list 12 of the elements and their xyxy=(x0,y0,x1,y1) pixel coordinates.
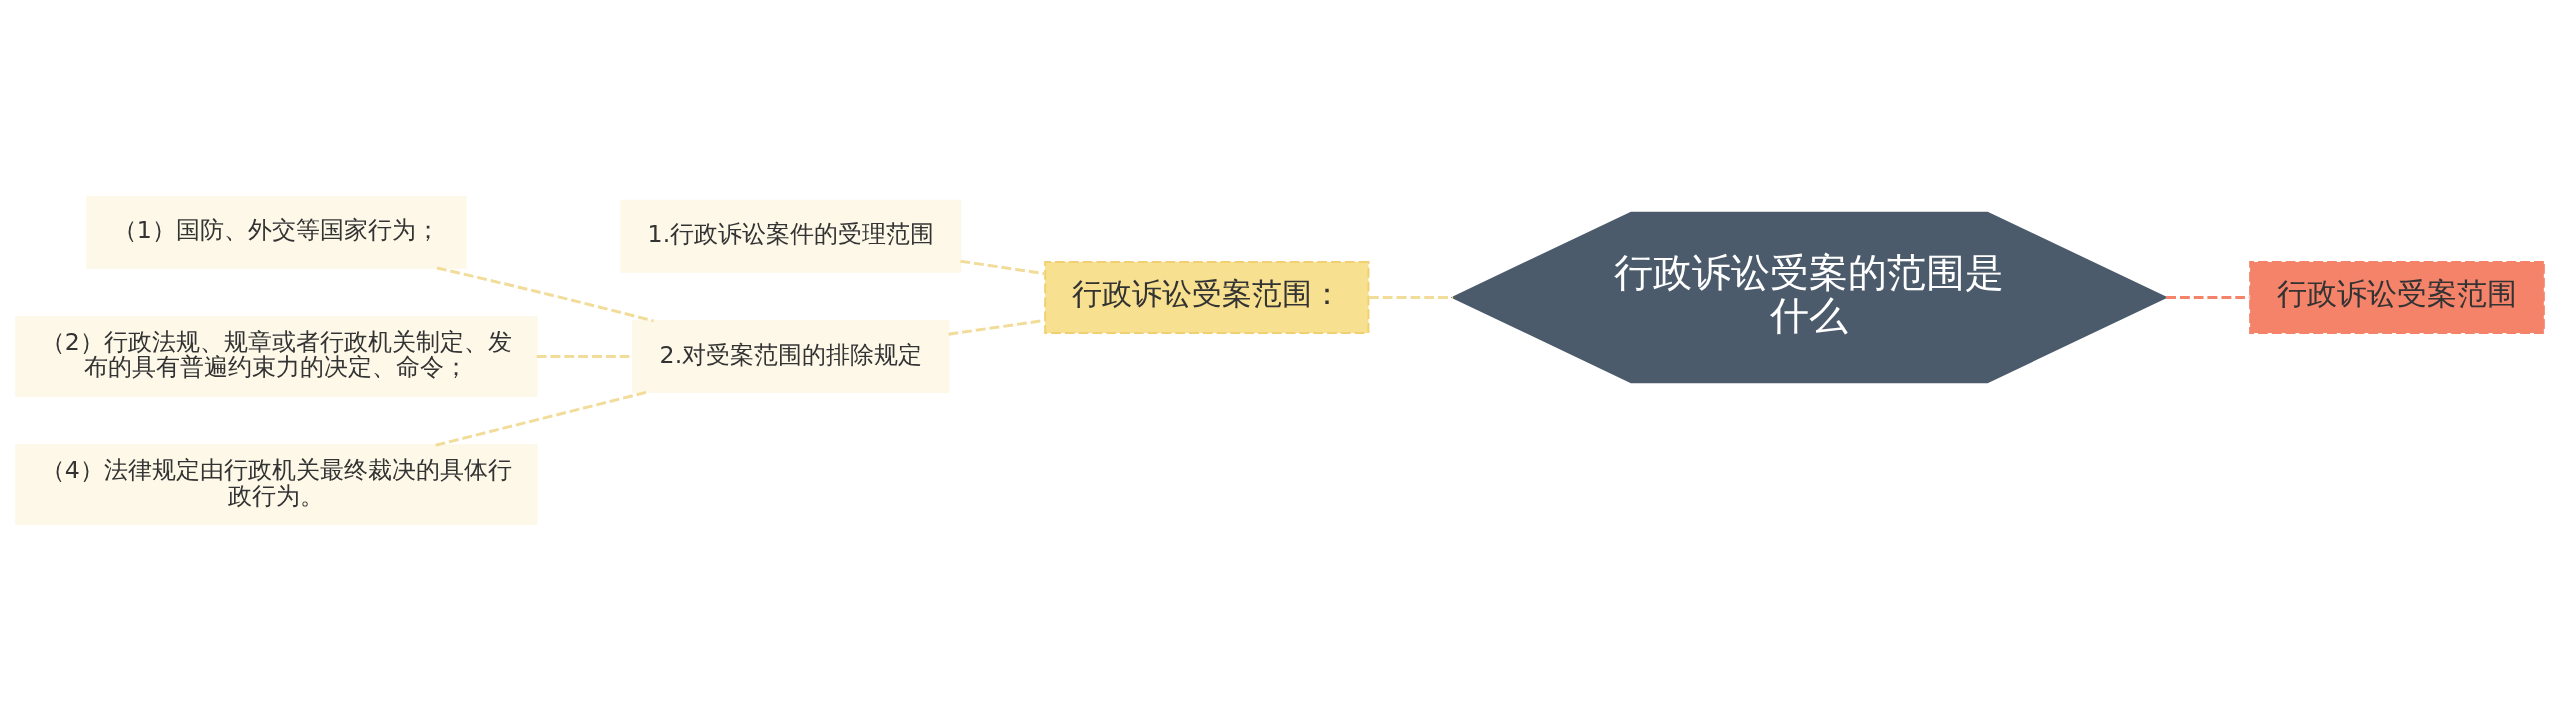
connector xyxy=(960,259,1045,275)
node-box: （1）国防、外交等国家行为； xyxy=(86,195,467,269)
connector xyxy=(948,318,1045,336)
node-box: 2.对受案范围的排除规定 xyxy=(632,319,950,393)
node-box: （2）行政法规、规章或者行政机关制定、发布的具有普遍约束力的决定、命令； xyxy=(15,315,538,397)
connector xyxy=(1369,295,1454,299)
node-box: （4）法律规定由行政机关最终裁决的具体行政行为。 xyxy=(15,443,538,525)
node-box: 行政诉讼受案范围 xyxy=(2249,260,2545,334)
node-box: 1.行政诉讼案件的受理范围 xyxy=(620,199,962,273)
connector xyxy=(435,390,648,447)
connector xyxy=(436,266,654,322)
node-box: 行政诉讼受案范围： xyxy=(1044,260,1370,334)
